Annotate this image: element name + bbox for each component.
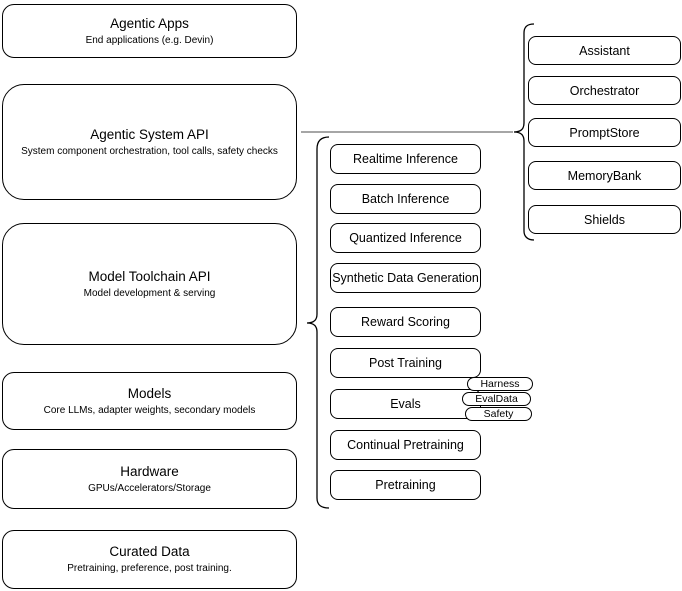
hardware-box: Hardware GPUs/Accelerators/Storage bbox=[2, 449, 297, 509]
eval-tag-safety: Safety bbox=[465, 407, 532, 421]
toolchain-item-synthetic-data-generation: Synthetic Data Generation bbox=[330, 263, 481, 293]
agentic-apps-box: Agentic Apps End applications (e.g. Devi… bbox=[2, 4, 297, 58]
hardware-subtitle: GPUs/Accelerators/Storage bbox=[88, 482, 211, 494]
toolchain-brace bbox=[306, 136, 330, 509]
models-box: Models Core LLMs, adapter weights, secon… bbox=[2, 372, 297, 430]
toolchain-item-evals: Evals bbox=[330, 389, 481, 419]
agentic-system-api-subtitle: System component orchestration, tool cal… bbox=[21, 145, 278, 157]
toolchain-item-pretraining: Pretraining bbox=[330, 470, 481, 500]
models-title: Models bbox=[127, 385, 172, 401]
toolchain-item-batch-inference: Batch Inference bbox=[330, 184, 481, 214]
models-subtitle: Core LLMs, adapter weights, secondary mo… bbox=[43, 404, 256, 416]
curated-data-title: Curated Data bbox=[109, 544, 190, 559]
toolchain-item-reward-scoring: Reward Scoring bbox=[330, 307, 481, 337]
system-component-memorybank: MemoryBank bbox=[528, 161, 681, 190]
agentic-apps-title: Agentic Apps bbox=[110, 15, 189, 31]
system-component-orchestrator: Orchestrator bbox=[528, 76, 681, 105]
agentic-system-api-title: Agentic System API bbox=[90, 126, 209, 142]
curated-data-subtitle: Pretraining, preference, post training. bbox=[67, 563, 232, 574]
system-component-shields: Shields bbox=[528, 205, 681, 234]
model-toolchain-api-box: Model Toolchain API Model development & … bbox=[2, 223, 297, 345]
curated-data-box: Curated Data Pretraining, preference, po… bbox=[2, 530, 297, 589]
eval-tag-evaldata: EvalData bbox=[462, 392, 531, 406]
toolchain-item-continual-pretraining: Continual Pretraining bbox=[330, 430, 481, 460]
agentic-apps-subtitle: End applications (e.g. Devin) bbox=[85, 34, 214, 46]
system-component-promptstore: PromptStore bbox=[528, 118, 681, 147]
agentic-system-api-box: Agentic System API System component orch… bbox=[2, 84, 297, 200]
eval-tag-harness: Harness bbox=[467, 377, 533, 391]
system-components-brace bbox=[513, 23, 535, 241]
toolchain-item-realtime-inference: Realtime Inference bbox=[330, 144, 481, 174]
model-toolchain-api-title: Model Toolchain API bbox=[88, 268, 211, 284]
toolchain-item-post-training: Post Training bbox=[330, 348, 481, 378]
toolchain-item-quantized-inference: Quantized Inference bbox=[330, 223, 481, 253]
hardware-title: Hardware bbox=[120, 463, 179, 479]
system-component-assistant: Assistant bbox=[528, 36, 681, 65]
model-toolchain-api-subtitle: Model development & serving bbox=[83, 287, 216, 299]
